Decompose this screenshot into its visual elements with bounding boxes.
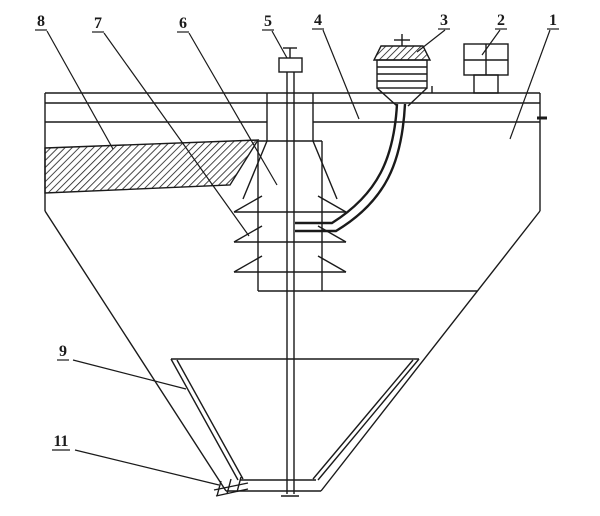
baffle-slant <box>233 195 263 213</box>
dosing-box-lower <box>473 74 499 94</box>
callout-9: 9 <box>57 343 187 390</box>
inner-cone-left-outer <box>170 358 239 481</box>
callout-label: 6 <box>179 15 187 32</box>
inner-cone <box>170 358 420 481</box>
callout-label: 4 <box>314 12 322 29</box>
leader-line <box>481 29 501 56</box>
callout-11: 11 <box>52 433 220 486</box>
callout-label: 5 <box>264 13 272 30</box>
callout-2: 2 <box>481 12 507 56</box>
baffle-slant <box>317 195 347 213</box>
leader-line <box>322 29 360 120</box>
valve-stub-top <box>213 482 249 491</box>
callout-3: 3 <box>416 12 450 53</box>
drain-valve <box>213 476 249 497</box>
leader-line <box>74 449 220 486</box>
funnel-right-slant <box>312 140 338 200</box>
leader-line <box>271 30 288 59</box>
leader-line <box>416 29 446 53</box>
callout-5: 5 <box>262 13 288 59</box>
callout-label: 11 <box>53 433 68 450</box>
valve-flange-tick <box>216 480 222 497</box>
leader-line <box>188 32 278 186</box>
baffle-slant <box>233 255 263 273</box>
valve-flange-tick <box>236 476 242 493</box>
central-shaft <box>278 47 303 497</box>
callout-4: 4 <box>312 12 360 120</box>
deflector-baffles <box>233 195 347 273</box>
callout-1: 1 <box>509 12 559 140</box>
feed-pipe-inner <box>295 103 407 233</box>
callouts: 8 7 6 5 4 <box>35 12 559 486</box>
callout-6: 6 <box>177 15 278 186</box>
feed-pipe <box>295 103 407 233</box>
callout-label: 8 <box>37 13 45 30</box>
callout-label: 2 <box>497 12 505 29</box>
feeder-funnel-left <box>376 87 398 107</box>
inner-cone-left-inner <box>176 359 244 480</box>
feeder-funnel-right <box>407 87 428 107</box>
feed-pipe-outer <box>295 103 399 225</box>
callout-7: 7 <box>92 15 250 237</box>
inclined-plate-pack <box>44 139 260 194</box>
inner-cone-right-outer <box>317 358 420 481</box>
baffle-slant <box>317 255 347 273</box>
shaft-top-bearing <box>278 57 303 73</box>
leader-line <box>103 32 250 237</box>
hatch-region <box>44 139 260 194</box>
leader-line <box>46 30 114 150</box>
callout-label: 9 <box>59 343 67 360</box>
leader-line <box>72 359 187 390</box>
baffle-slant <box>317 225 347 243</box>
dosing-box <box>463 43 509 94</box>
leader-line <box>509 29 551 140</box>
feeder-box <box>372 34 432 107</box>
callout-label: 7 <box>94 15 102 32</box>
callout-8: 8 <box>35 13 114 150</box>
valve-flange-tick <box>226 478 232 495</box>
right-cone-slope <box>320 210 541 492</box>
feedwell-column <box>242 93 477 292</box>
callout-label: 3 <box>440 12 448 29</box>
left-cone-slope <box>44 210 227 492</box>
inner-cone-right-inner <box>312 359 414 480</box>
valve-stub-bottom <box>215 488 249 497</box>
callout-label: 1 <box>549 12 557 29</box>
funnel-left-slant <box>242 140 268 200</box>
